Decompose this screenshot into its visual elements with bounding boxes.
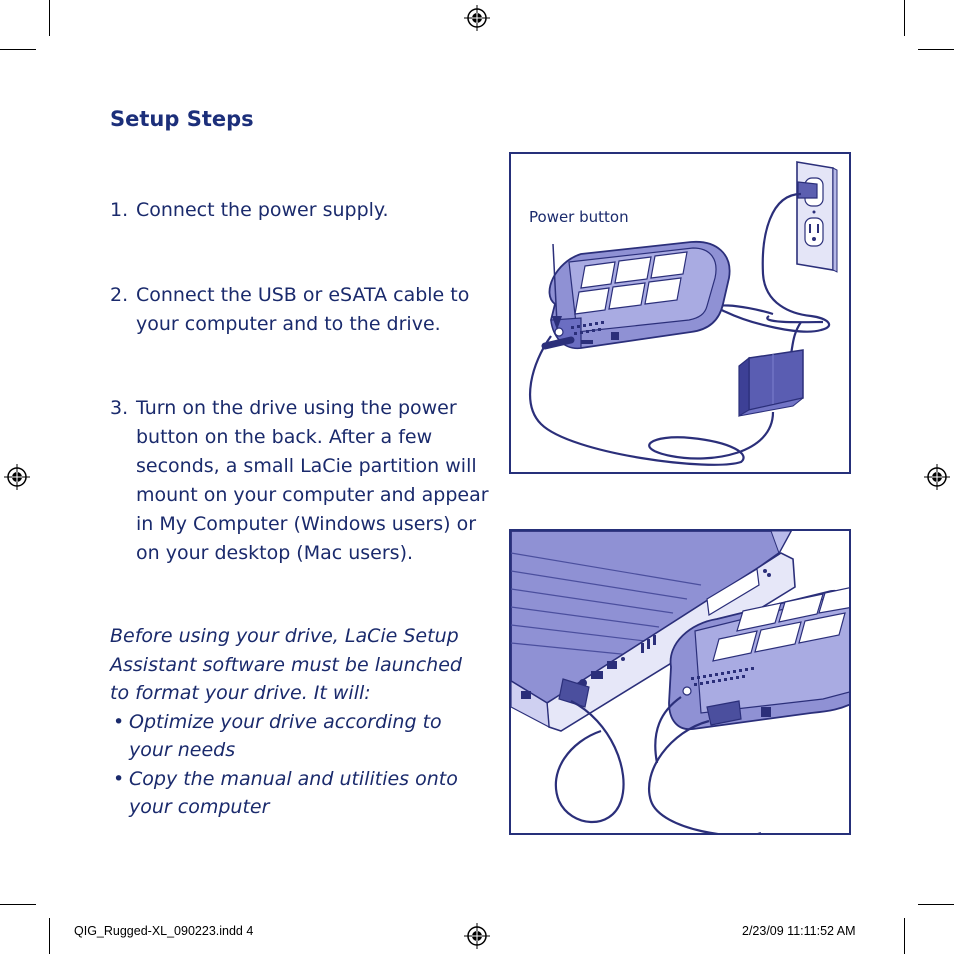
crop-mark <box>918 904 954 905</box>
laptop-icon <box>511 531 796 732</box>
cable-connection-illustration <box>509 529 851 835</box>
note-intro: Before using your drive, LaCie Setup Ass… <box>110 625 462 704</box>
registration-mark-icon <box>464 923 490 949</box>
wall-outlet-icon <box>796 161 838 273</box>
slug-timestamp: 2/23/09 11:11:52 AM <box>742 924 856 938</box>
step-number: 1. <box>110 199 129 221</box>
setup-step: 3. Turn on the drive using the power but… <box>110 394 490 568</box>
step-number: 2. <box>110 284 129 306</box>
page-title: Setup Steps <box>110 107 254 131</box>
registration-mark-icon <box>4 464 30 490</box>
registration-mark-icon <box>924 464 950 490</box>
note-bullet-list: Optimize your drive according to your ne… <box>110 708 480 822</box>
setup-step: 1. Connect the power supply. <box>110 196 470 225</box>
crop-mark <box>904 0 905 36</box>
crop-mark <box>0 49 36 50</box>
note-bullet: Optimize your drive according to your ne… <box>110 708 480 765</box>
power-button-callout: Power button <box>529 208 629 226</box>
crop-mark <box>49 918 50 954</box>
step-text: Connect the USB or eSATA cable to your c… <box>136 284 470 335</box>
hard-drive-icon <box>668 587 849 731</box>
setup-step: 2. Connect the USB or eSATA cable to you… <box>110 281 480 339</box>
hard-drive-icon <box>548 241 731 349</box>
power-connection-drawing <box>529 161 838 466</box>
step-text: Connect the power supply. <box>136 199 389 221</box>
cable-connection-drawing <box>511 531 849 833</box>
power-supply-illustration: Power button <box>509 152 851 474</box>
step-text: Turn on the drive using the power button… <box>136 397 489 564</box>
note-bullet: Copy the manual and utilities onto your … <box>110 765 480 822</box>
slug-file-info: QIG_Rugged-XL_090223.indd 4 <box>74 924 254 938</box>
crop-mark <box>49 0 50 36</box>
registration-mark-icon <box>464 5 490 31</box>
crop-mark <box>0 904 36 905</box>
crop-mark <box>918 49 954 50</box>
setup-assistant-note: Before using your drive, LaCie Setup Ass… <box>110 622 480 822</box>
power-adapter-icon <box>738 349 804 418</box>
step-number: 3. <box>110 397 129 419</box>
crop-mark <box>904 918 905 954</box>
